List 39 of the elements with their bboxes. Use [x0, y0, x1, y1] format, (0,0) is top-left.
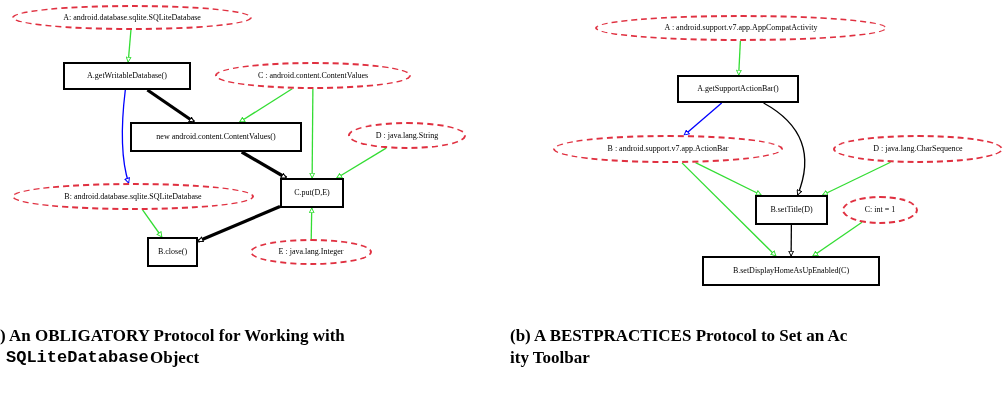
- arrow: [683, 102, 723, 136]
- method-box: B.setTitle(D): [755, 195, 828, 225]
- arrow: [239, 88, 293, 123]
- arrow: [240, 150, 288, 180]
- arrow: [788, 224, 795, 257]
- caption-text: ) An OBLIGATORY Protocol for Working with: [0, 325, 345, 347]
- arrow: [821, 161, 892, 196]
- caption-text: SQLiteDatabase: [6, 347, 149, 369]
- arrow: [146, 88, 195, 124]
- arrow: [812, 221, 863, 257]
- object-ellipse: D : java.lang.String: [348, 122, 466, 149]
- object-ellipse: C: int = 1: [842, 196, 918, 224]
- object-ellipse: E : java.lang.Integer: [250, 239, 372, 265]
- method-box: C.put(D,E): [280, 178, 344, 208]
- object-ellipse: C : android.content.ContentValues: [215, 62, 411, 89]
- arrow: [681, 162, 777, 257]
- method-box: A.getSupportActionBar(): [677, 75, 799, 103]
- method-box: A.getWritableDatabase(): [63, 62, 191, 90]
- arrow: [121, 89, 131, 184]
- object-ellipse: A : android.support.v7.app.AppCompatActivity: [595, 15, 887, 41]
- arrow: [762, 102, 806, 196]
- arrow: [736, 40, 742, 76]
- object-ellipse: B: android.database.sqlite.SQLiteDatabase: [12, 183, 254, 210]
- method-box: new android.content.ContentValues(): [130, 122, 302, 152]
- object-ellipse: D : java.lang.CharSequence: [833, 135, 1003, 163]
- arrow: [125, 29, 132, 63]
- arrow: [141, 209, 163, 238]
- caption-text: ity Toolbar: [510, 347, 590, 369]
- caption-text: Object: [150, 347, 200, 369]
- caption-text: (b) A BESTPRACTICES Protocol to Set an Ac: [510, 325, 848, 347]
- arrow: [336, 147, 387, 179]
- arrow: [197, 205, 281, 243]
- arrow: [309, 88, 316, 179]
- object-ellipse: A: android.database.sqlite.SQLiteDatabase: [12, 5, 252, 30]
- arrow: [308, 207, 315, 240]
- object-ellipse: B : android.support.v7.app.ActionBar: [553, 135, 783, 163]
- method-box: B.close(): [147, 237, 198, 267]
- method-box: B.setDisplayHomeAsUpEnabled(C): [702, 256, 880, 286]
- arrow: [694, 161, 762, 196]
